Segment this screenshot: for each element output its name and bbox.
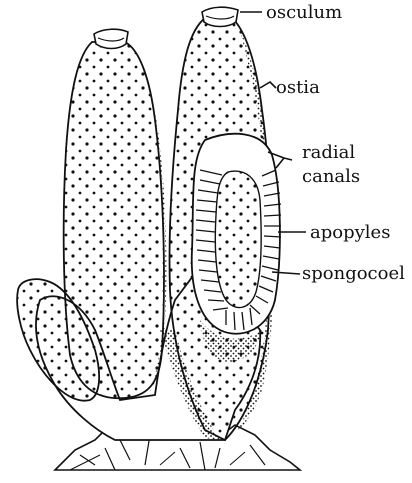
sponge-body <box>17 7 281 440</box>
ostia-leader <box>260 82 276 88</box>
label-ostia: ostia <box>276 77 320 98</box>
label-radial: radial <box>302 142 355 163</box>
label-apopyles: apopyles <box>310 222 390 243</box>
label-canals: canals <box>302 166 360 187</box>
label-osculum: osculum <box>266 2 342 23</box>
label-spongocoel: spongocoel <box>302 263 405 284</box>
